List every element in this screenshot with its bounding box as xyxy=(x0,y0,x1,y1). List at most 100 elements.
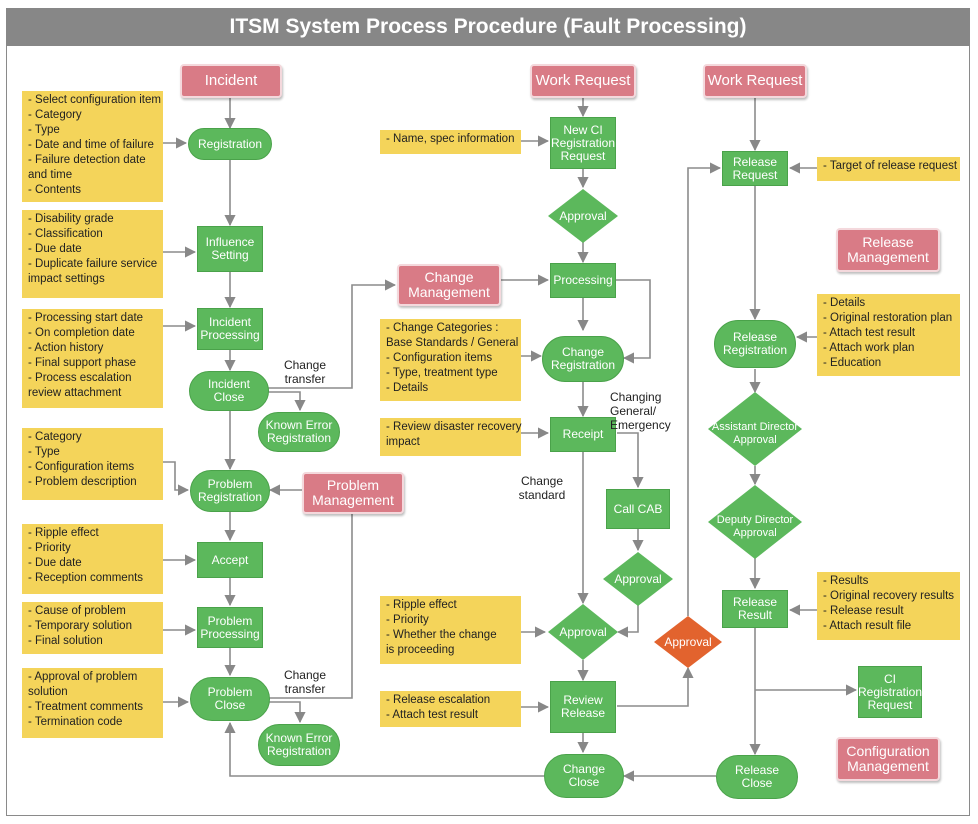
note-line: - Cause of problem xyxy=(28,605,126,617)
note-line: - Details xyxy=(823,297,866,309)
node-call-cab: Call CAB xyxy=(606,489,670,529)
note-line: - Treatment comments xyxy=(28,701,144,713)
note-incident-processing: - Processing start date - On completion d… xyxy=(22,309,163,408)
note-line: - Configuration items xyxy=(386,352,493,364)
note-line: - Due date xyxy=(28,243,82,255)
note-problem-close: - Approval of problem solution - Treatmen… xyxy=(22,668,163,738)
label-approval-1: Approval xyxy=(559,208,607,223)
node-known-error-registration-2: Known Error Registration xyxy=(258,724,340,766)
note-line: - Attach test result xyxy=(386,709,479,721)
note-line: - Priority xyxy=(28,542,71,554)
note-line: - Configuration items xyxy=(28,461,135,473)
note-line: solution xyxy=(28,686,68,698)
note-problem-processing: - Cause of problem - Temporary solution - … xyxy=(22,602,163,654)
note-line: Base Standards / General xyxy=(386,337,519,349)
note-line: review attachment xyxy=(28,387,122,399)
node-influence-setting: Influence Setting xyxy=(197,226,263,272)
node-incident-close: Incident Close xyxy=(189,371,269,411)
approval-diamond-2 xyxy=(548,604,618,660)
note-line: - Contents xyxy=(28,184,82,196)
node-ci-registration-request: CI Registration Request xyxy=(858,666,922,718)
node-incident-processing: Incident Processing xyxy=(197,308,263,350)
header-work-request: Work Request xyxy=(530,64,636,98)
note-line: - Approval of problem xyxy=(28,671,138,683)
header-work-request-2: Work Request xyxy=(703,64,807,98)
node-problem-registration: Problem Registration xyxy=(190,470,270,512)
note-line: - Processing start date xyxy=(28,312,144,324)
label-change-standard: Change standard xyxy=(518,474,566,502)
label-changing-general-emergency: Changing General/ Emergency xyxy=(610,390,671,432)
arrow-problemclose-known xyxy=(258,701,306,724)
header-configuration-management: Configuration Management xyxy=(836,737,940,781)
note-line: - Type, treatment type xyxy=(386,367,498,379)
note-line: - Type xyxy=(28,124,60,136)
note-line: - Disability grade xyxy=(28,213,114,225)
note-line: - Release escalation xyxy=(386,694,491,706)
arrow-receipt-callcab xyxy=(617,432,644,489)
note-line: impact settings xyxy=(28,273,105,285)
header-incident: Incident xyxy=(180,64,282,98)
node-accept: Accept xyxy=(197,542,263,578)
note-line: impact xyxy=(386,436,420,448)
note-line: - Duplicate failure service xyxy=(28,258,158,270)
note-release-result: - Results - Original recovery results - Re… xyxy=(817,572,960,640)
assistant-director-diamond xyxy=(708,392,802,466)
note-line: - On completion date xyxy=(28,327,135,339)
arrow-problemclose-changemgmt xyxy=(258,514,353,699)
note-approval: - Ripple effect- Priority- Whether the c… xyxy=(380,596,521,664)
note-line: - Original recovery results xyxy=(823,590,955,602)
note-line: - Type xyxy=(28,446,60,458)
node-problem-close: Problem Close xyxy=(190,677,270,721)
note-influence-setting: - Disability grade- Classification- Due … xyxy=(22,210,163,298)
note-review-release: - Release escalation - Attach test result xyxy=(380,691,521,727)
note-line: - Final support phase xyxy=(28,357,137,369)
header-problem-management: Problem Management xyxy=(302,472,404,514)
note-line: - Ripple effect xyxy=(386,599,457,611)
note-line: - Category xyxy=(28,431,82,443)
arrow-review-orange xyxy=(617,666,694,707)
diagram-title: ITSM System Process Procedure (Fault Pro… xyxy=(6,8,970,46)
node-release-registration: Release Registration xyxy=(714,320,796,368)
note-line: - Results xyxy=(823,575,869,587)
node-problem-processing: Problem Processing xyxy=(197,607,263,648)
label-approval-orange: Approval xyxy=(664,634,712,649)
note-line: - Due date xyxy=(28,557,82,569)
note-line: - Final solution xyxy=(28,635,103,647)
node-change-close: Change Close xyxy=(544,754,624,798)
arrow-orange-releasereq xyxy=(687,162,722,616)
note-line: - Temporary solution xyxy=(28,620,132,632)
note-line: - Date and time of failure xyxy=(28,139,154,151)
note-line: - Process escalation xyxy=(28,372,132,384)
arrow-processing-changereg-side xyxy=(614,279,651,364)
arrow-close-known-error xyxy=(258,391,306,412)
node-new-ci-registration-request: New CI Registration Request xyxy=(550,117,616,169)
note-line: - Select configuration item xyxy=(28,94,161,106)
note-line: - Release result xyxy=(823,605,904,617)
note-problem-registration: - Category- Type- Configuration items- P… xyxy=(22,428,163,500)
note-line: - Attach work plan xyxy=(823,342,915,354)
note-line: - Attach result file xyxy=(823,620,912,632)
node-release-result: Release Result xyxy=(722,590,788,628)
approval-diamond-cab xyxy=(603,552,673,606)
node-registration: Registration xyxy=(188,128,272,160)
label-approval-2: Approval xyxy=(559,624,607,639)
node-release-close: Release Close xyxy=(716,755,798,799)
note-line: is proceeding xyxy=(386,644,455,656)
node-receipt: Receipt xyxy=(550,417,616,452)
label-approval-cab: Approval xyxy=(614,571,662,586)
note-line: - Education xyxy=(823,357,882,369)
note-receipt: - Review disaster recovery impact xyxy=(380,418,521,456)
note-line: - Reception comments xyxy=(28,572,144,584)
node-review-release: Review Release xyxy=(550,681,616,733)
node-change-registration: Change Registration xyxy=(542,336,624,382)
note-line: - Failure detection date xyxy=(28,154,146,166)
note-line: - Name, spec information xyxy=(386,133,515,145)
note-change-registration: - Change Categories : Base Standards / G… xyxy=(380,319,521,401)
deputy-director-diamond xyxy=(708,485,802,559)
note-line: - Whether the change xyxy=(386,629,497,641)
note-line: - Target of release request xyxy=(823,160,958,172)
label-deputy-director-approval: Deputy Director Approval xyxy=(716,514,794,539)
note-release-registration: - Details- Original restoration plan- At… xyxy=(817,294,960,376)
